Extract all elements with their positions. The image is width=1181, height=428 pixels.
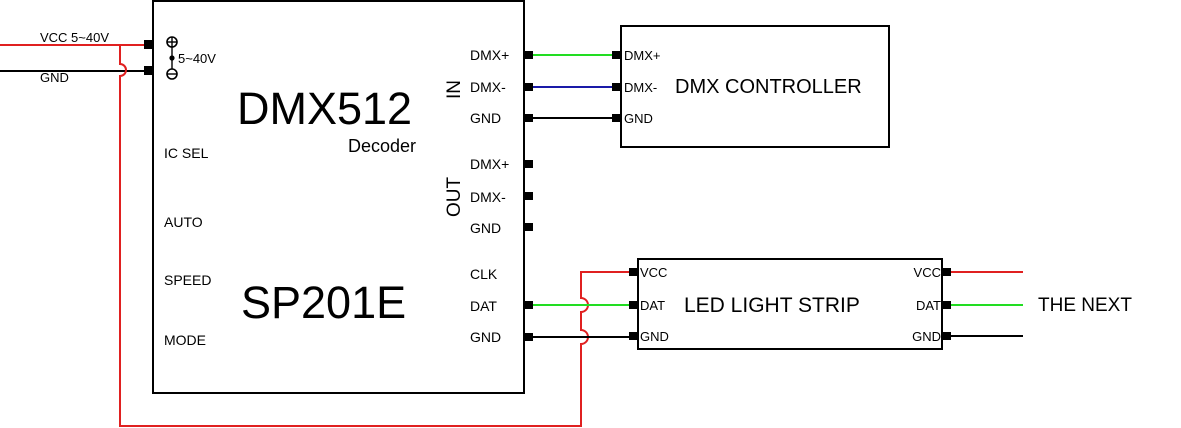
strip-right-pin-vcc: VCC: [914, 265, 941, 280]
gnd-input-label: GND: [40, 70, 69, 85]
terminal-in-dmx-minus: [524, 83, 533, 91]
out-pin-dmx-minus: DMX-: [470, 189, 506, 205]
led-pin-clk: CLK: [470, 266, 498, 282]
controller-pin-gnd: GND: [624, 111, 653, 126]
strip-terminal-vcc-in: [629, 268, 638, 276]
next-label: THE NEXT: [1038, 295, 1132, 316]
terminal-out-dmx-minus: [524, 192, 533, 200]
controller-terminal-dmx-plus: [612, 51, 621, 59]
controller-pin-dmx-plus: DMX+: [624, 48, 660, 63]
strip-left-pin-gnd: GND: [640, 329, 669, 344]
terminal-in-dmx-plus: [524, 51, 533, 59]
decoder-subtitle: Decoder: [348, 136, 416, 156]
controller-pin-dmx-minus: DMX-: [624, 80, 657, 95]
out-pin-dmx-plus: DMX+: [470, 156, 509, 172]
plus-circle-icon: [166, 36, 178, 48]
terminal-gnd-in: [144, 66, 153, 75]
strip-terminal-gnd-in: [629, 332, 638, 340]
strip-right-pin-gnd: GND: [912, 329, 941, 344]
left-label-auto: AUTO: [164, 214, 203, 230]
left-label-speed: SPEED: [164, 272, 211, 288]
out-group-label: OUT: [444, 177, 465, 218]
strip-title: LED LIGHT STRIP: [684, 294, 860, 317]
minus-circle-icon: [166, 68, 178, 80]
terminal-in-gnd: [524, 114, 533, 122]
strip-right-pin-dat: DAT: [916, 298, 941, 313]
controller-terminal-dmx-minus: [612, 83, 621, 91]
controller-title: DMX CONTROLLER: [675, 76, 862, 98]
power-symbol-label: 5~40V: [178, 51, 216, 66]
in-group-label: IN: [444, 80, 465, 99]
strip-left-pin-dat: DAT: [640, 298, 665, 313]
terminal-dat: [524, 301, 533, 309]
terminal-out-gnd: [524, 223, 533, 231]
strip-terminal-dat-out: [942, 301, 951, 309]
in-pin-dmx-minus: DMX-: [470, 79, 506, 95]
in-pin-gnd: GND: [470, 110, 501, 126]
vcc-input-label: VCC 5~40V: [40, 30, 109, 45]
terminal-vcc-in: [144, 40, 153, 49]
strip-left-pin-vcc: VCC: [640, 265, 667, 280]
in-pin-dmx-plus: DMX+: [470, 47, 509, 63]
decoder-title: DMX512: [237, 83, 412, 134]
led-pin-dat: DAT: [470, 298, 497, 314]
terminal-gnd: [524, 333, 533, 341]
strip-terminal-dat-in: [629, 301, 638, 309]
led-pin-gnd: GND: [470, 329, 501, 345]
power-polarity-symbol: [166, 36, 178, 80]
strip-terminal-gnd-out: [942, 332, 951, 340]
left-label-mode: MODE: [164, 332, 206, 348]
terminal-out-dmx-plus: [524, 160, 533, 168]
decoder-model: SP201E: [241, 277, 406, 328]
strip-terminal-vcc-out: [942, 268, 951, 276]
junction-dot-icon: [169, 55, 175, 61]
left-label-ic-sel: IC SEL: [164, 145, 209, 161]
controller-terminal-gnd: [612, 114, 621, 122]
power-feed-wire: [119, 45, 632, 427]
out-pin-gnd: GND: [470, 220, 501, 236]
